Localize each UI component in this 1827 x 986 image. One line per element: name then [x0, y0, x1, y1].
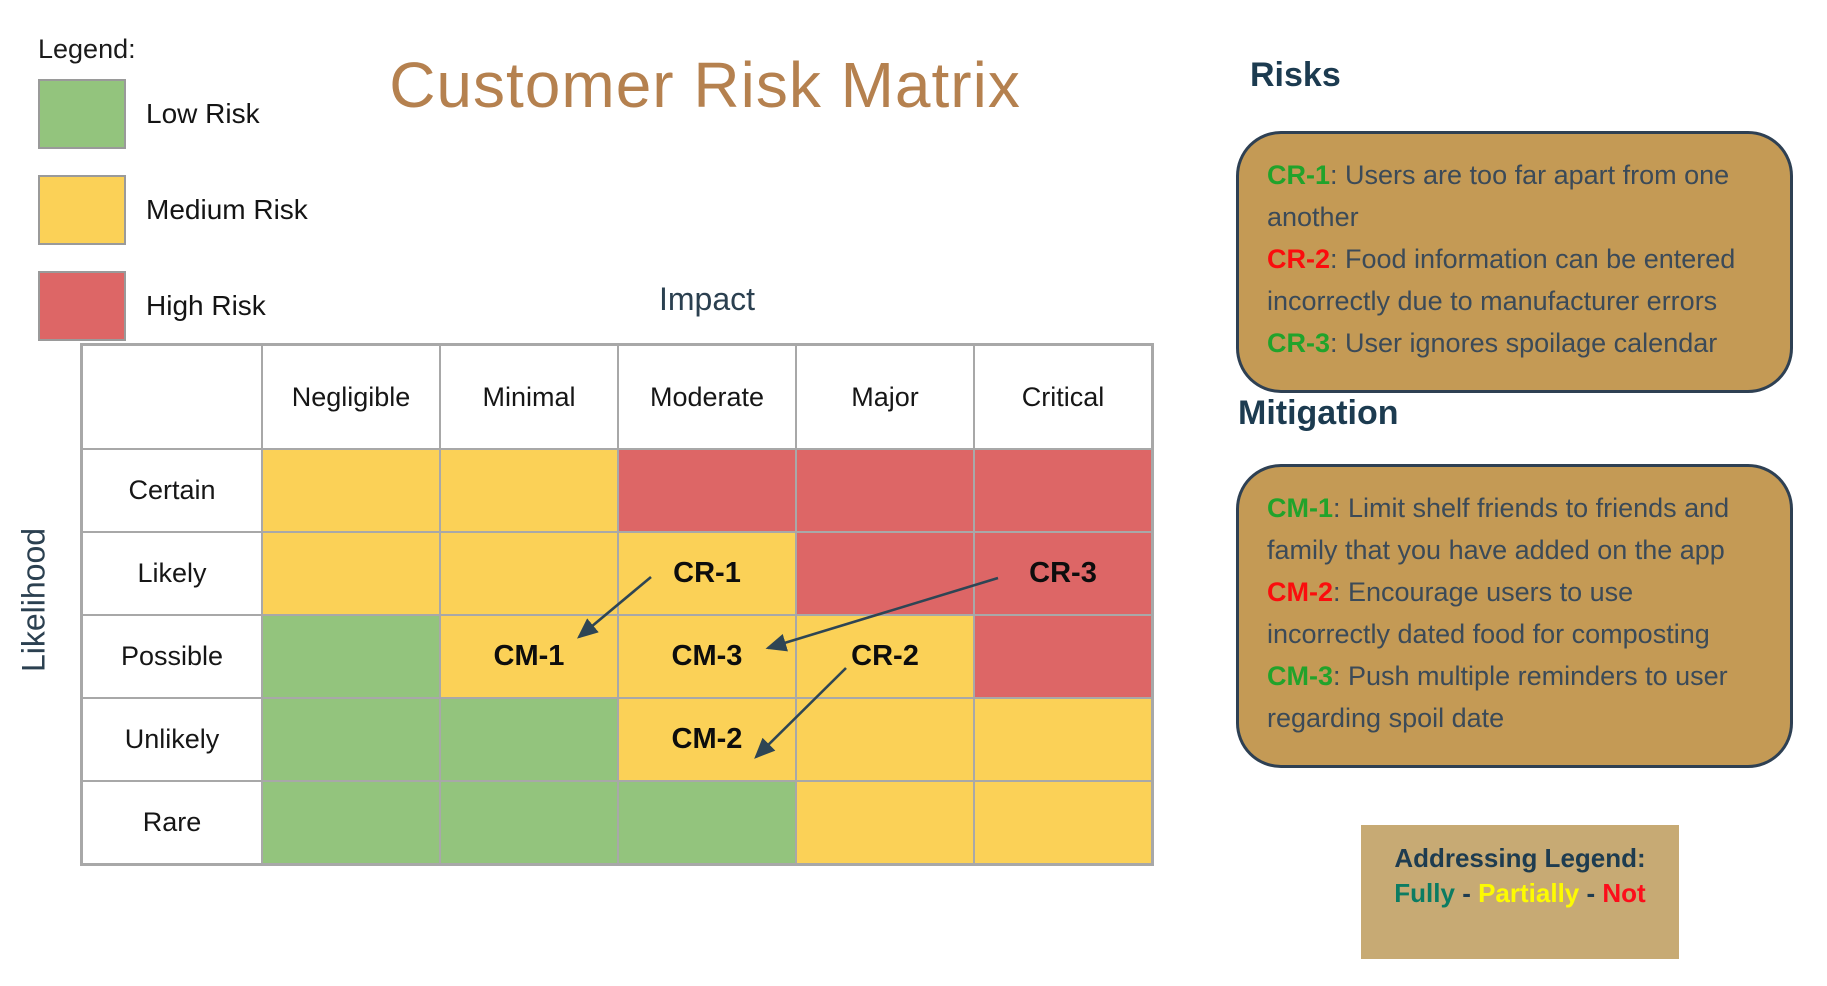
- risks-item-id: CR-2: [1267, 244, 1331, 274]
- mitigation-item: CM-1: Limit shelf friends to friends and…: [1267, 487, 1762, 571]
- legend-item-label: Medium Risk: [146, 194, 308, 225]
- mitigation-item-text: : Limit shelf friends to friends and fam…: [1267, 493, 1730, 565]
- matrix-cell: [263, 616, 439, 697]
- matrix-cell: CM-1: [441, 616, 617, 697]
- matrix-row-header: Certain: [83, 450, 261, 531]
- risks-item: CR-2: Food information can be entered in…: [1267, 238, 1762, 322]
- impact-axis-label: Impact: [658, 281, 756, 317]
- matrix-cell: [441, 699, 617, 780]
- addressing-separator: -: [1454, 878, 1479, 908]
- legend-item: Low Risk: [38, 79, 308, 149]
- risks-item-text: : User ignores spoilage calendar: [1330, 328, 1718, 358]
- matrix-cell: [797, 450, 973, 531]
- page-title: Customer Risk Matrix: [389, 49, 1021, 121]
- matrix-cell-label: CM-3: [671, 640, 743, 672]
- matrix-cell: [797, 533, 973, 614]
- legend-item-label: High Risk: [146, 290, 266, 321]
- mitigation-item-id: CM-2: [1267, 577, 1333, 607]
- matrix-row-header: Likely: [83, 533, 261, 614]
- addressing-status-label: Partially: [1478, 878, 1580, 908]
- matrix-cell: [441, 782, 617, 863]
- matrix-cell: CM-3: [619, 616, 795, 697]
- matrix-cell-label: CM-1: [493, 640, 565, 672]
- legend-item: Medium Risk: [38, 175, 308, 245]
- addressing-status-label: Not: [1602, 878, 1646, 908]
- mitigation-box: CM-1: Limit shelf friends to friends and…: [1236, 464, 1793, 768]
- legend-item-label: Low Risk: [146, 98, 260, 129]
- matrix-column-header: Minimal: [441, 346, 617, 448]
- matrix-cell: [797, 782, 973, 863]
- matrix-cell: [263, 782, 439, 863]
- addressing-separator: -: [1579, 878, 1603, 908]
- risks-item: CR-1: Users are too far apart from one a…: [1267, 154, 1762, 238]
- matrix-cell: [441, 533, 617, 614]
- risks-item: CR-3: User ignores spoilage calendar: [1267, 322, 1762, 364]
- matrix-cell: [441, 450, 617, 531]
- risks-box: CR-1: Users are too far apart from one a…: [1236, 131, 1793, 393]
- mitigation-heading: Mitigation: [1238, 394, 1399, 432]
- matrix-cell-label: CR-3: [1029, 557, 1097, 589]
- mitigation-item-id: CM-1: [1267, 493, 1333, 523]
- matrix-corner-cell: [83, 346, 261, 448]
- matrix-cell-label: CM-2: [671, 723, 743, 755]
- likelihood-axis-label: Likelihood: [15, 527, 52, 673]
- matrix-cell: [975, 450, 1151, 531]
- risks-heading: Risks: [1250, 56, 1341, 94]
- mitigation-item: CM-3: Push multiple reminders to user re…: [1267, 655, 1762, 739]
- matrix-cell: [263, 699, 439, 780]
- matrix-cell: CM-2: [619, 699, 795, 780]
- legend-color-swatch: [38, 79, 126, 149]
- legend-item: High Risk: [38, 271, 308, 341]
- legend-title: Legend:: [38, 34, 136, 64]
- risks-item-id: CR-3: [1267, 328, 1331, 358]
- mitigation-item-text: : Encourage users to use incorrectly dat…: [1267, 577, 1710, 649]
- matrix-cell: [797, 699, 973, 780]
- legend-color-swatch: [38, 271, 126, 341]
- addressing-legend-title: Addressing Legend:: [1394, 843, 1646, 873]
- risks-item-text: : Users are too far apart from one anoth…: [1267, 160, 1730, 232]
- matrix-cell: [975, 616, 1151, 697]
- matrix-cell: CR-3: [975, 533, 1151, 614]
- addressing-legend-values: Fully - Partially - Not: [1361, 878, 1679, 909]
- mitigation-item-text: : Push multiple reminders to user regard…: [1267, 661, 1728, 733]
- matrix-row-header: Rare: [83, 782, 261, 863]
- matrix-cell-label: CR-1: [673, 557, 741, 589]
- matrix-cell: [619, 782, 795, 863]
- risks-item-text: : Food information can be entered incorr…: [1267, 244, 1736, 316]
- matrix-row-header: Unlikely: [83, 699, 261, 780]
- matrix-cell: [975, 782, 1151, 863]
- risks-item-id: CR-1: [1267, 160, 1331, 190]
- matrix-cell: [263, 533, 439, 614]
- matrix-column-header: Moderate: [619, 346, 795, 448]
- matrix-cell-label: CR-2: [851, 640, 919, 672]
- matrix-cell: [975, 699, 1151, 780]
- matrix-row-header: Possible: [83, 616, 261, 697]
- matrix-cell: CR-1: [619, 533, 795, 614]
- addressing-legend: Addressing Legend: Fully - Partially - N…: [1361, 825, 1679, 959]
- matrix-cell: CR-2: [797, 616, 973, 697]
- matrix-cell: [619, 450, 795, 531]
- matrix-column-header: Major: [797, 346, 973, 448]
- legend-color-swatch: [38, 175, 126, 245]
- mitigation-item-id: CM-3: [1267, 661, 1333, 691]
- matrix-column-header: Negligible: [263, 346, 439, 448]
- matrix-cell: [263, 450, 439, 531]
- mitigation-item: CM-2: Encourage users to use incorrectly…: [1267, 571, 1762, 655]
- addressing-status-label: Fully: [1394, 878, 1455, 908]
- matrix-column-header: Critical: [975, 346, 1151, 448]
